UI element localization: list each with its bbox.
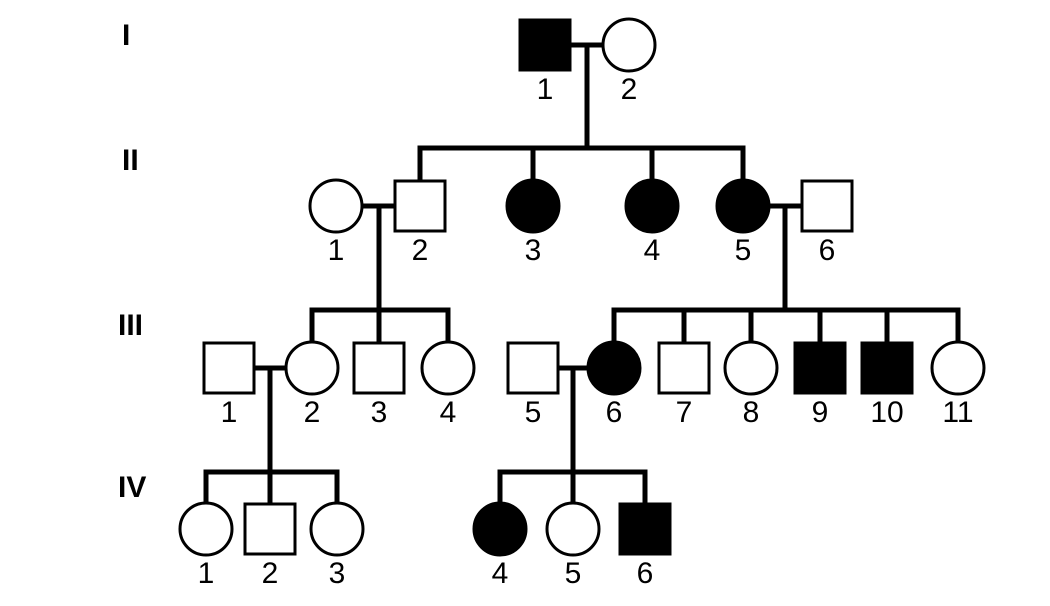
unaffected-male-square [506, 341, 560, 395]
individual-number: 4 [492, 557, 509, 590]
individual-III-8: 8 [723, 340, 779, 429]
individual-III-10: 10 [860, 341, 914, 429]
unaffected-male-square [800, 179, 854, 233]
individual-IV-1: 1 [178, 501, 234, 590]
individual-II-5: 5 [715, 178, 771, 267]
individual-number: 1 [198, 557, 215, 590]
individual-number: 5 [565, 557, 582, 590]
individual-number: 5 [525, 396, 542, 429]
individual-II-4: 4 [624, 178, 680, 267]
individual-number: 4 [440, 396, 457, 429]
affected-male-square [793, 341, 847, 395]
individual-IV-3: 3 [309, 501, 365, 590]
affected-female-circle [624, 178, 680, 234]
individual-II-6: 6 [800, 179, 854, 267]
affected-female-circle [505, 178, 561, 234]
affected-male-square [618, 502, 672, 556]
individual-number: 1 [221, 396, 238, 429]
individual-IV-4: 4 [472, 501, 528, 590]
affected-male-square [518, 18, 572, 72]
generation-label-3: III [118, 309, 143, 342]
unaffected-male-square [352, 341, 406, 395]
individual-I-2: 2 [601, 17, 657, 106]
individual-number: 4 [644, 234, 661, 267]
unaffected-female-circle [309, 501, 365, 557]
affected-female-circle [472, 501, 528, 557]
individual-number: 7 [676, 396, 693, 429]
individual-IV-2: 2 [243, 502, 297, 590]
affected-male-square [860, 341, 914, 395]
unaffected-male-square [393, 179, 447, 233]
individual-number: 1 [328, 234, 345, 267]
individual-number: 3 [329, 557, 346, 590]
unaffected-female-circle [930, 340, 986, 396]
generation-label-4: IV [118, 471, 146, 504]
generation-label-1: I [122, 19, 130, 52]
individual-number: 2 [412, 234, 429, 267]
individual-number: 2 [262, 557, 279, 590]
individual-number: 8 [743, 396, 760, 429]
individual-number: 2 [304, 396, 321, 429]
individual-IV-6: 6 [618, 502, 672, 590]
individual-III-11: 11 [930, 340, 986, 429]
individual-III-4: 4 [420, 340, 476, 429]
unaffected-female-circle [284, 340, 340, 396]
unaffected-female-circle [601, 17, 657, 73]
individual-III-7: 7 [657, 341, 711, 429]
unaffected-female-circle [178, 501, 234, 557]
connection-lines [203, 42, 961, 508]
individual-III-1: 1 [202, 341, 256, 429]
individual-III-6: 6 [586, 340, 642, 429]
individual-number: 3 [525, 234, 542, 267]
individual-number: 2 [621, 73, 638, 106]
individual-III-9: 9 [793, 341, 847, 429]
unaffected-male-square [243, 502, 297, 556]
unaffected-female-circle [420, 340, 476, 396]
individual-number: 1 [537, 73, 554, 106]
individual-IV-5: 5 [545, 501, 601, 590]
individual-III-2: 2 [284, 340, 340, 429]
unaffected-female-circle [723, 340, 779, 396]
individual-number: 6 [637, 557, 654, 590]
affected-female-circle [586, 340, 642, 396]
individual-number: 6 [606, 396, 623, 429]
individual-number: 11 [942, 396, 973, 429]
unaffected-male-square [202, 341, 256, 395]
individual-II-2: 2 [393, 179, 447, 267]
individual-number: 5 [735, 234, 752, 267]
unaffected-female-circle [545, 501, 601, 557]
individual-number: 3 [371, 396, 388, 429]
individual-II-3: 3 [505, 178, 561, 267]
unaffected-female-circle [308, 178, 364, 234]
individual-I-1: 1 [518, 18, 572, 106]
affected-female-circle [715, 178, 771, 234]
individual-III-3: 3 [352, 341, 406, 429]
individual-number: 10 [870, 396, 903, 429]
individual-III-5: 5 [506, 341, 560, 429]
individual-number: 6 [819, 234, 836, 267]
unaffected-male-square [657, 341, 711, 395]
individual-number: 9 [812, 396, 829, 429]
individual-II-1: 1 [308, 178, 364, 267]
generation-label-2: II [122, 144, 139, 177]
